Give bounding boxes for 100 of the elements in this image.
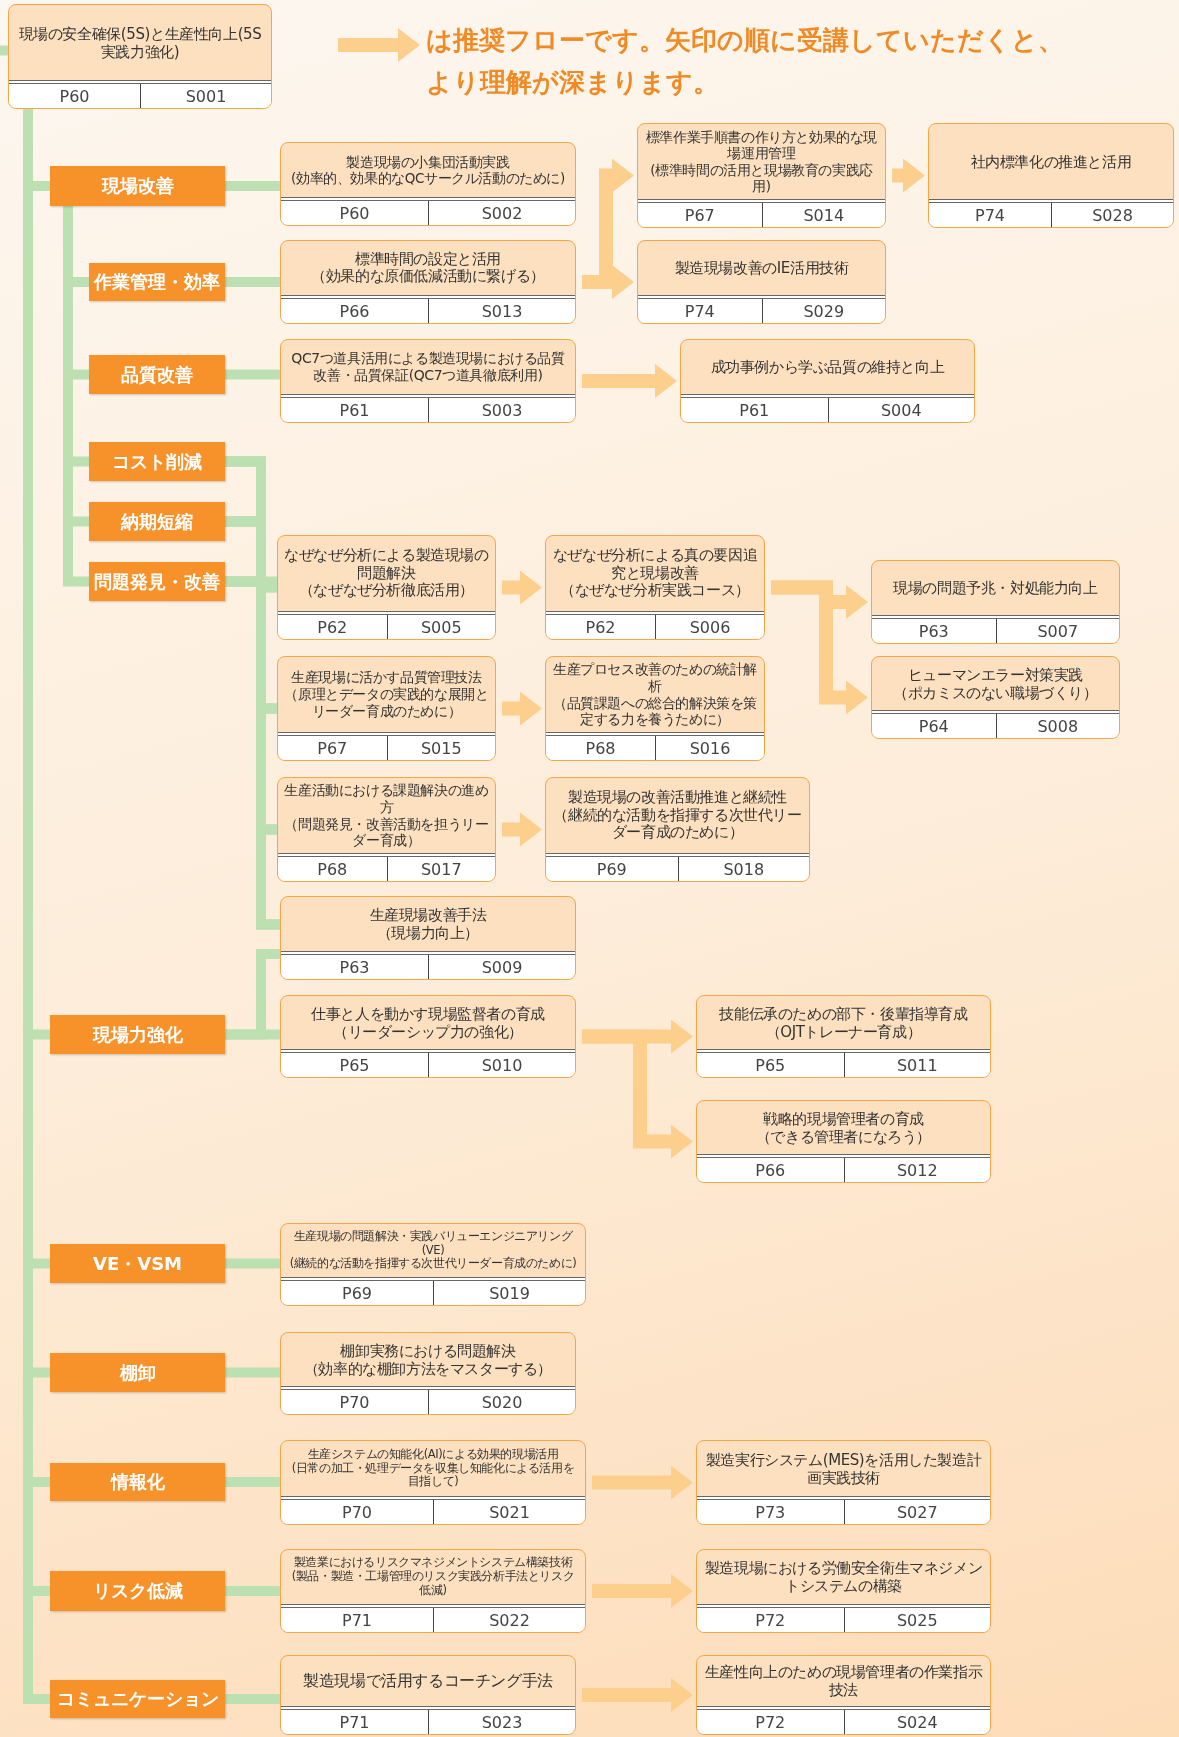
page-number: P68 — [317, 859, 348, 879]
legend-text: は推奨フローです。矢印の順に受講していただくと、より理解が深まります。 — [426, 24, 1065, 99]
category-box: 問題発見・改善 — [89, 562, 225, 601]
course-subtitle: （品質課題への総合的解決策を策定する力を養うために） — [552, 694, 758, 729]
course-subtitle: (標準時間の活用と現場教育の実践応用) — [649, 161, 874, 194]
page-number: P67 — [317, 738, 348, 758]
flow-arrow — [592, 1574, 693, 1608]
course-subtitle: （効果的な原価低減活動に繋げる） — [311, 268, 545, 286]
course-subtitle: （OJTトレーナー育成） — [765, 1022, 922, 1041]
connector-line — [225, 1367, 280, 1378]
page-number: P71 — [339, 1712, 370, 1732]
course-title: 生産活動における課題解決の進め方 — [284, 781, 489, 816]
course-subtitle: （原理とデータの実践的な展開とリーダー育成のために） — [284, 686, 489, 720]
category-box: VE・VSM — [50, 1244, 225, 1283]
category-box: コミュニケーション — [50, 1680, 225, 1718]
connector-line — [225, 277, 280, 287]
course-code: S001 — [185, 86, 227, 106]
course-title: 生産プロセス改善のための統計解析 — [552, 660, 758, 695]
course-code: S019 — [489, 1283, 530, 1303]
flow-arrow — [582, 1029, 693, 1159]
course-code: S006 — [689, 617, 731, 637]
page-number: P74 — [684, 301, 715, 321]
course-code: S028 — [1092, 205, 1133, 225]
page-number: P65 — [755, 1055, 786, 1075]
course-code: S025 — [896, 1610, 938, 1630]
course-subtitle: （ポカミスのない職場づくり） — [893, 683, 1098, 702]
page-number: P71 — [342, 1610, 372, 1630]
course-subtitle: (日常の加工・処理データを収集し知能化による活用を目指して) — [290, 1461, 576, 1490]
course-code: S029 — [803, 301, 845, 321]
course-box — [696, 1549, 991, 1633]
course-subtitle: （なぜなぜ分析徹底活用） — [298, 582, 475, 600]
course-box — [680, 339, 975, 423]
course-title: 製造現場の改善活動推進と継続性 — [568, 789, 787, 807]
course-subtitle: （継続的な活動を指揮する次世代リーダー育成のために） — [552, 806, 803, 842]
course-title: 生産性向上のための現場管理者の作業指示技法 — [703, 1663, 984, 1699]
page-number: P74 — [975, 205, 1005, 225]
course-title: 技能伝承のための部下・後輩指導育成 — [719, 1004, 968, 1023]
course-subtitle: (効率的、効果的なQCサークル活動のために) — [291, 170, 565, 187]
course-subtitle: （できる管理者になろう） — [755, 1127, 932, 1146]
course-title: 生産現場の問題解決・実践バリューエンジニアリング (VE) — [292, 1229, 574, 1257]
connector-line — [225, 1258, 280, 1269]
course-code: S015 — [420, 738, 462, 758]
course-code: S018 — [723, 859, 765, 879]
course-title: 標準時間の設定と活用 — [355, 250, 501, 268]
course-code: S009 — [481, 957, 523, 977]
course-box — [280, 1655, 576, 1735]
course-box — [545, 535, 765, 640]
course-title: 製造業におけるリスクマネジメントシステム構築技術 — [293, 1556, 573, 1570]
course-title: 仕事と人を動かす現場監督者の育成 — [311, 1004, 545, 1023]
connector-line — [0, 45, 8, 56]
course-title: 生産現場改善手法 — [369, 906, 487, 924]
course-title: なぜなぜ分析による真の要因追究と現場改善 — [552, 547, 758, 582]
page-number: P68 — [585, 738, 616, 758]
page-number: P63 — [918, 621, 949, 641]
flow-arrow — [892, 158, 925, 193]
course-box — [637, 240, 886, 324]
course-subtitle: （効率的な棚卸方法をマスターする） — [303, 1359, 553, 1378]
course-title: 棚卸実務における問題解決 — [340, 1341, 516, 1360]
connector-line — [225, 1586, 280, 1596]
category-box: 現場改善 — [50, 166, 225, 206]
course-box — [280, 142, 576, 226]
flow-arrow — [592, 1465, 693, 1500]
category-box: 情報化 — [50, 1463, 225, 1501]
course-box — [696, 1100, 991, 1183]
course-title: 製造現場の小集団活動実践 — [346, 153, 510, 170]
category-box: 棚卸 — [50, 1353, 225, 1392]
course-box — [545, 656, 765, 761]
course-box — [280, 1440, 586, 1525]
course-box — [280, 1332, 576, 1415]
course-box — [277, 777, 496, 882]
page-number: P64 — [918, 716, 949, 736]
flow-arrow — [502, 570, 542, 605]
course-title: 製造実行システム(MES)を活用した製造計画実践技術 — [704, 1450, 983, 1487]
page-number: P66 — [755, 1160, 786, 1180]
flow-arrow — [502, 812, 542, 847]
page-number: P65 — [339, 1055, 370, 1075]
course-code: S010 — [481, 1055, 523, 1075]
connector-line — [225, 369, 280, 380]
course-box — [280, 995, 576, 1078]
course-title: 成功事例から学ぶ品質の維持と向上 — [710, 358, 945, 376]
course-box — [280, 240, 576, 324]
course-code: S007 — [1037, 621, 1079, 641]
course-subtitle: （問題発見・改善活動を担うリーダー育成） — [284, 815, 489, 850]
course-title: 生産現場に活かす品質管理技法 — [291, 669, 482, 687]
course-title: 現場の安全確保(5S)と生産性向上(5S実践力強化) — [17, 24, 263, 61]
connector-line — [225, 1477, 280, 1487]
course-box — [928, 123, 1174, 228]
course-code: S002 — [481, 203, 523, 223]
course-box — [545, 777, 810, 882]
course-box — [280, 339, 576, 423]
connector-line — [225, 181, 280, 191]
page-number: P63 — [339, 957, 370, 977]
course-title: 生産システムの知能化(AI)による効果的現場活用 — [307, 1447, 559, 1462]
course-title: 製造現場における労働安全衛生マネジメントシステムの構築 — [703, 1559, 984, 1595]
page-number: P73 — [755, 1502, 786, 1522]
category-box: 現場力強化 — [50, 1015, 225, 1054]
course-title: ヒューマンエラー対策実践 — [907, 665, 1084, 684]
course-box — [696, 1440, 991, 1525]
course-code: S003 — [481, 400, 523, 420]
course-code: S017 — [420, 859, 462, 879]
